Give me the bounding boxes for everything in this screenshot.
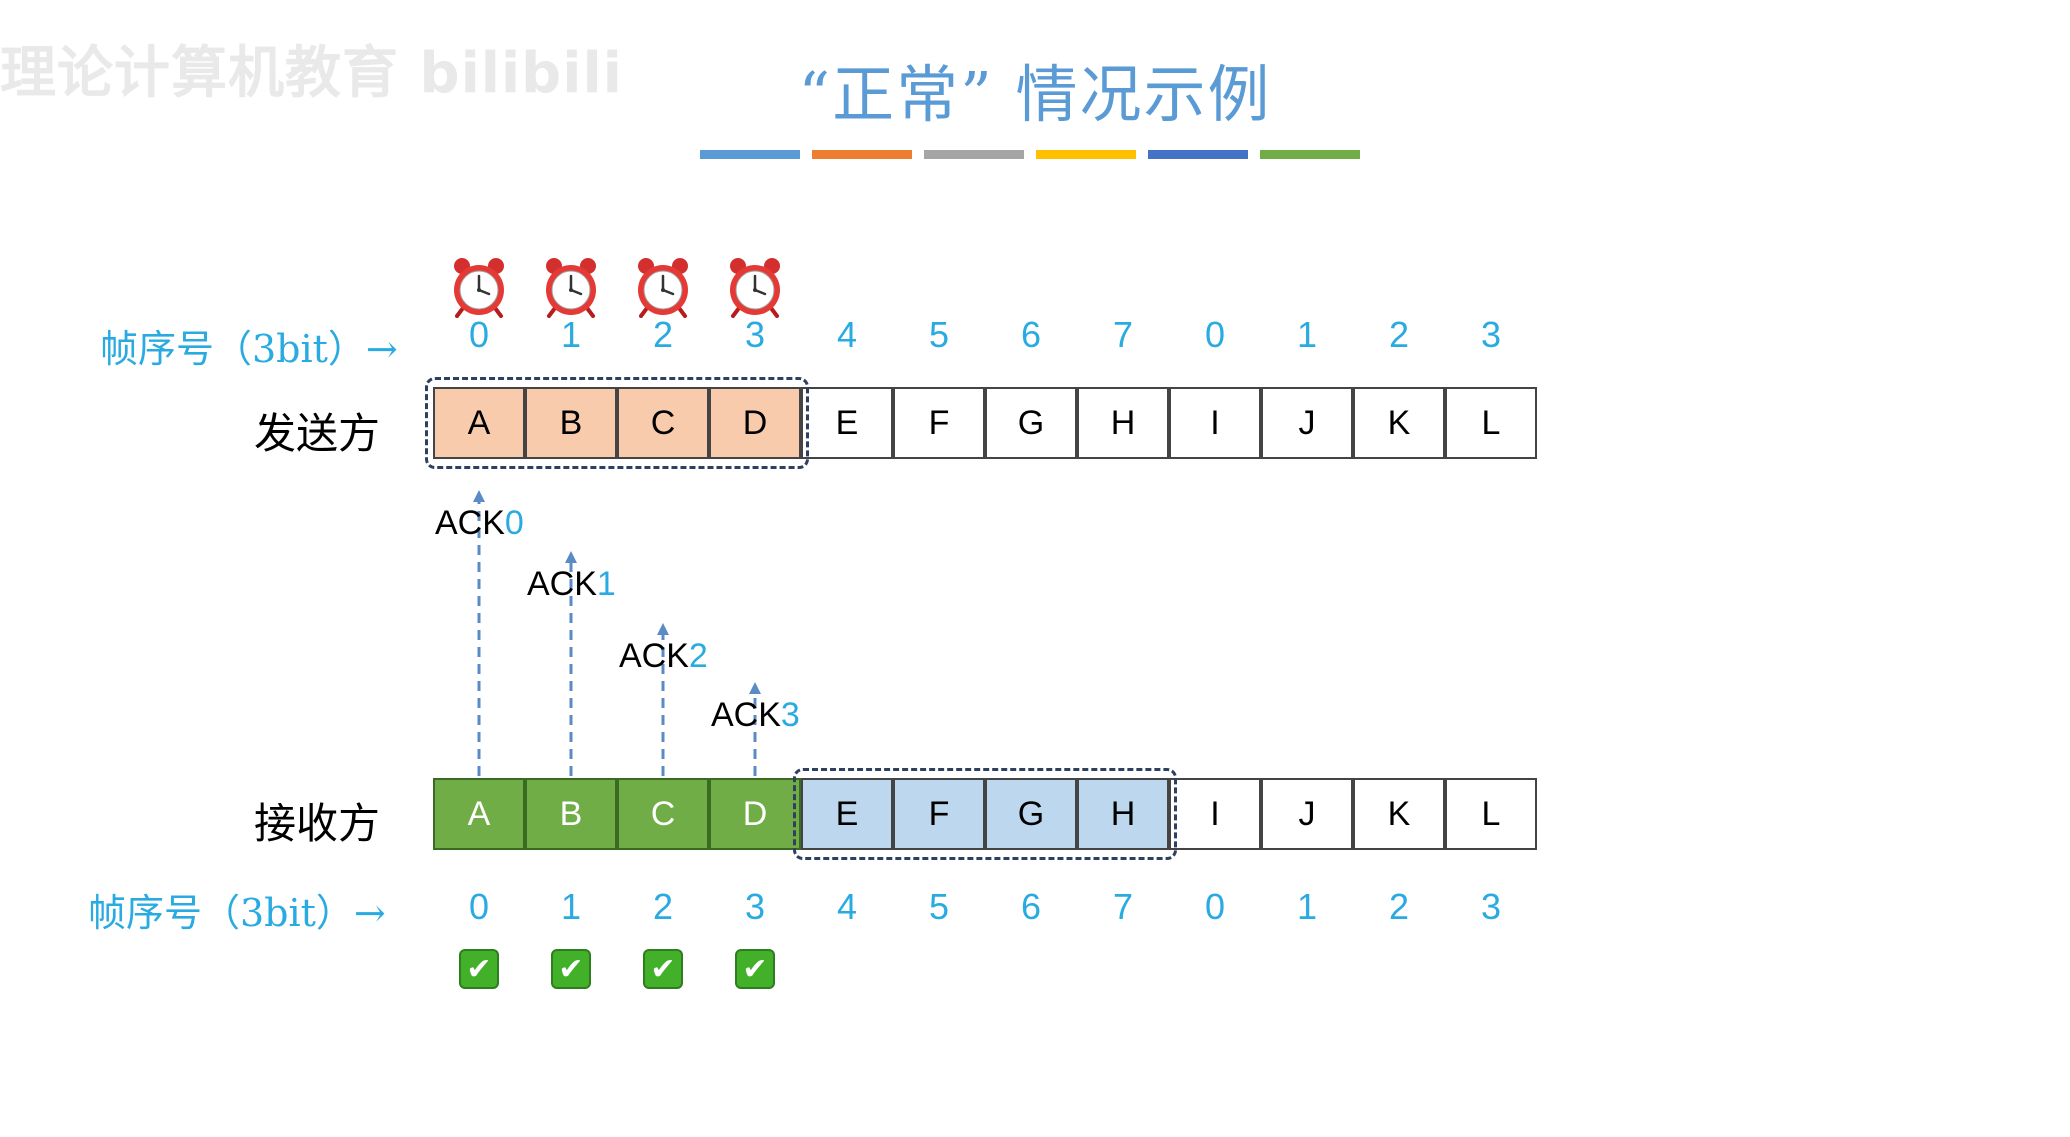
receiver-frame: H — [1077, 778, 1169, 850]
receiver-frame: C — [617, 778, 709, 850]
sender-frame: C — [617, 387, 709, 459]
sender-frame: B — [525, 387, 617, 459]
check-mark-icon: ✔ — [551, 949, 591, 989]
receiver-frame: G — [985, 778, 1077, 850]
color-bar — [924, 150, 1024, 159]
sender-seq-number: 0 — [1204, 314, 1226, 355]
ack-prefix: ACK — [711, 696, 781, 734]
receiver-frame: F — [893, 778, 985, 850]
receiver-seq-number: 3 — [744, 886, 766, 927]
sender-frame: I — [1169, 387, 1261, 459]
receiver-frame: J — [1261, 778, 1353, 850]
receiver-frame: A — [433, 778, 525, 850]
receiver-seq-number: 0 — [468, 886, 490, 927]
sender-frame: J — [1261, 387, 1353, 459]
alarm-clock-icon — [723, 254, 787, 318]
title-close-quote: ” — [960, 58, 994, 131]
sender-frame: A — [433, 387, 525, 459]
ack-arrow-head — [473, 490, 485, 502]
color-bar — [812, 150, 912, 159]
title-open-quote: “ — [798, 58, 833, 131]
alarm-clock-icon — [539, 254, 603, 318]
title-keyword: 正常 — [832, 58, 961, 131]
receiver-seq-number: 2 — [652, 886, 674, 927]
sender-seq-number: 2 — [652, 314, 674, 355]
color-bar — [1260, 150, 1360, 159]
sender-frame: H — [1077, 387, 1169, 459]
sender-frame: G — [985, 387, 1077, 459]
receiver-frame: I — [1169, 778, 1261, 850]
ack-arrow-head — [657, 623, 669, 635]
title-rest: 情况示例 — [993, 58, 1272, 131]
receiver-seq-number: 2 — [1388, 886, 1410, 927]
color-bar — [1036, 150, 1136, 159]
color-bar — [1148, 150, 1248, 159]
sender-frame: E — [801, 387, 893, 459]
sender-seq-number: 1 — [1296, 314, 1318, 355]
ack-number: 1 — [596, 565, 616, 603]
sender-seq-label: 帧序号（3bit）→ — [100, 327, 398, 371]
sender-seq-number: 4 — [836, 314, 858, 355]
receiver-frame: K — [1353, 778, 1445, 850]
color-bar — [700, 150, 800, 159]
receiver-seq-number: 1 — [1296, 886, 1318, 927]
ack-label: ACK0 — [435, 504, 524, 543]
sender-seq-number: 5 — [928, 314, 950, 355]
ack-label: ACK2 — [619, 637, 708, 676]
sender-seq-number: 6 — [1020, 314, 1042, 355]
ack-label: ACK1 — [527, 565, 616, 604]
receiver-seq-label: 帧序号（3bit）→ — [88, 891, 386, 935]
sender-frame: D — [709, 387, 801, 459]
sender-seq-number: 0 — [468, 314, 490, 355]
check-mark-icon: ✔ — [459, 949, 499, 989]
receiver-seq-number: 0 — [1204, 886, 1226, 927]
receiver-label: 接收方 — [254, 799, 381, 848]
sender-seq-number: 3 — [744, 314, 766, 355]
receiver-frame: L — [1445, 778, 1537, 850]
alarm-clock-icon — [447, 254, 511, 318]
receiver-frame: E — [801, 778, 893, 850]
receiver-seq-number: 5 — [928, 886, 950, 927]
sender-seq-number: 1 — [560, 314, 582, 355]
check-mark-icon: ✔ — [735, 949, 775, 989]
ack-arrow-head — [749, 682, 761, 694]
sender-label: 发送方 — [254, 409, 381, 458]
receiver-seq-number: 6 — [1020, 886, 1042, 927]
sender-frame: F — [893, 387, 985, 459]
sender-frame: L — [1445, 387, 1537, 459]
receiver-frame: B — [525, 778, 617, 850]
receiver-seq-number: 1 — [560, 886, 582, 927]
receiver-frame: D — [709, 778, 801, 850]
receiver-seq-number: 4 — [836, 886, 858, 927]
sender-frame: K — [1353, 387, 1445, 459]
ack-label: ACK3 — [711, 696, 800, 735]
ack-number: 3 — [780, 696, 800, 734]
check-mark-icon: ✔ — [643, 949, 683, 989]
ack-number: 2 — [688, 637, 708, 675]
watermark: 理论计算机教育 bilibili — [0, 41, 623, 106]
sender-seq-number: 7 — [1112, 314, 1134, 355]
receiver-seq-number: 7 — [1112, 886, 1134, 927]
ack-prefix: ACK — [619, 637, 689, 675]
ack-prefix: ACK — [527, 565, 597, 603]
receiver-seq-number: 3 — [1480, 886, 1502, 927]
ack-number: 0 — [504, 504, 524, 542]
sender-seq-number: 2 — [1388, 314, 1410, 355]
sender-seq-number: 3 — [1480, 314, 1502, 355]
page-title: “正常” 情况示例 — [0, 44, 2070, 134]
alarm-clock-icon — [631, 254, 695, 318]
ack-prefix: ACK — [435, 504, 505, 542]
ack-arrow-head — [565, 551, 577, 563]
